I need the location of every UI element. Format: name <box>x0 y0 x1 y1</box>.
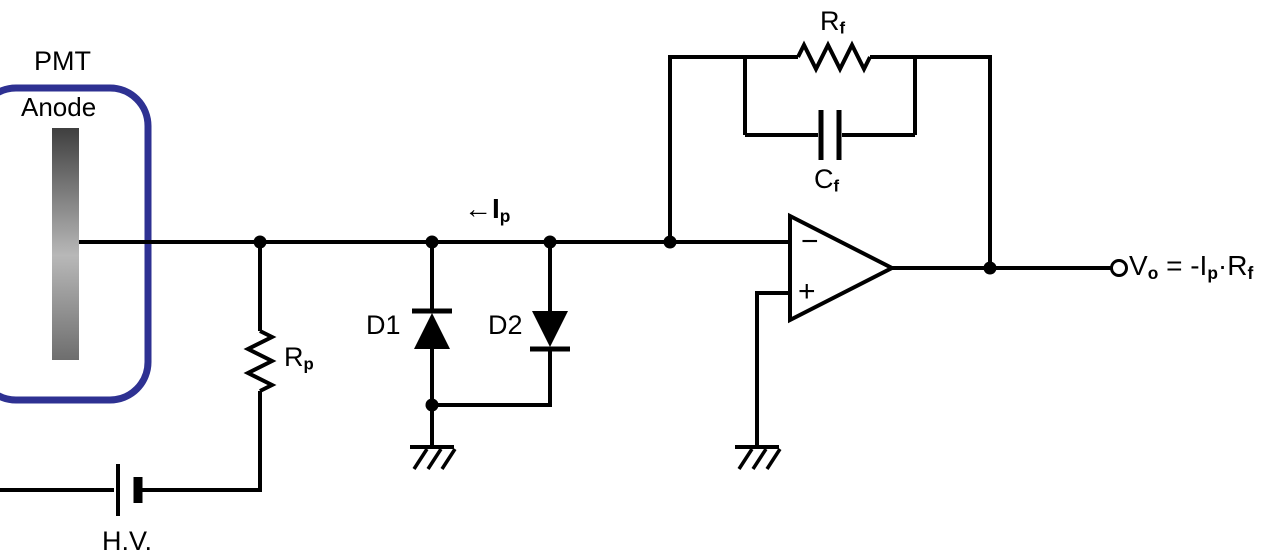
junction-dot <box>543 235 557 249</box>
rf-label-sub: f <box>839 18 846 38</box>
output-terminal-circle <box>1110 259 1128 277</box>
d2-bottom-lead-wire <box>432 349 552 407</box>
ground-symbol-opamp <box>735 445 782 470</box>
ground-hatch <box>426 448 443 470</box>
rf-label: Rf <box>820 6 846 38</box>
rf-label-base: R <box>820 6 840 36</box>
junction-dot <box>253 235 267 249</box>
d2-label: D2 <box>488 310 523 340</box>
opamp-minus-label: − <box>801 225 819 258</box>
ground-hatch <box>737 448 754 470</box>
vo-dot-r: ·R <box>1217 250 1248 281</box>
wire-group <box>0 55 1111 492</box>
feedback-left-wire <box>668 55 798 242</box>
opamp-plus-label: + <box>798 275 816 308</box>
diode-d1 <box>412 308 452 349</box>
resistor-rp <box>243 329 277 393</box>
pmt-label: PMT <box>34 46 91 76</box>
d1-triangle <box>414 313 450 349</box>
ip-current-label: ←Ip <box>464 193 511 226</box>
opamp-triangle <box>788 212 897 324</box>
vo-i-sub: p <box>1207 262 1218 283</box>
capacitor-cf <box>818 110 842 160</box>
vo-r-sub: f <box>1247 262 1254 283</box>
ground-symbol-diodes <box>410 445 457 470</box>
diode-d2 <box>530 311 570 352</box>
junction-dots <box>253 235 997 412</box>
feedback-right-wire <box>870 55 992 268</box>
cf-label-base: C <box>814 164 834 194</box>
resistor-rf <box>796 40 872 74</box>
anode-electrode <box>52 128 79 360</box>
rp-label: Rp <box>284 342 314 374</box>
hv-label: H.V. <box>102 526 153 556</box>
anode-label: Anode <box>21 92 97 122</box>
ip-label-sub: p <box>499 205 511 226</box>
ground-hatch <box>440 448 457 470</box>
junction-dot <box>425 235 439 249</box>
opamp-plus-input-wire <box>755 291 790 447</box>
ground-hatch <box>751 448 768 470</box>
ip-arrow: ← <box>464 193 492 224</box>
vo-equals-minus-i: = -I <box>1158 250 1208 281</box>
ground-hatch <box>765 448 782 470</box>
rp-label-sub: p <box>303 354 314 374</box>
rp-label-base: R <box>284 342 304 372</box>
vo-label-sub: o <box>1147 262 1159 283</box>
battery-hv <box>116 464 143 516</box>
cf-label-sub: f <box>833 176 840 196</box>
vo-label-base: V <box>1129 250 1148 281</box>
ip-label-base: I <box>492 193 500 224</box>
junction-dot <box>425 398 439 412</box>
rp-to-battery-wire <box>142 391 262 492</box>
ground-hatch <box>412 448 429 470</box>
junction-dot <box>663 235 677 249</box>
d1-label: D1 <box>366 310 401 340</box>
junction-dot <box>983 261 997 275</box>
output-voltage-label: Vo = -Ip·Rf <box>1129 250 1254 283</box>
d2-triangle <box>532 311 568 347</box>
cf-label: Cf <box>814 164 840 196</box>
